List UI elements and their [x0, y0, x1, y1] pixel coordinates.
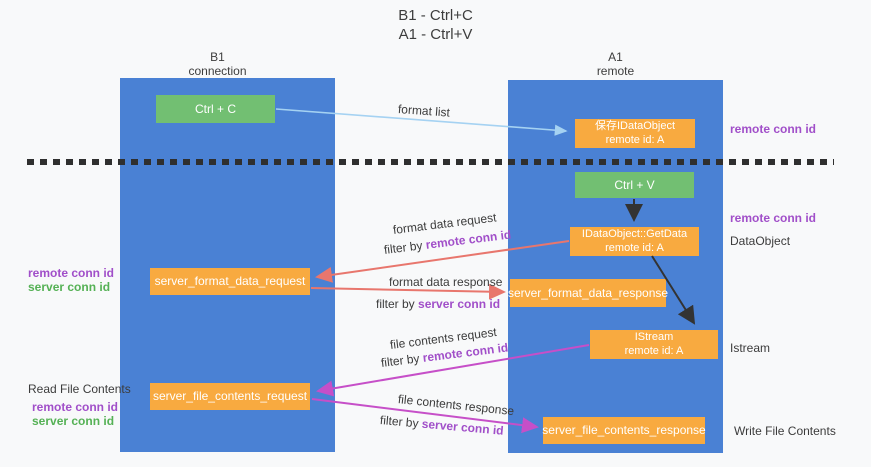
node-save-dataobject: 保存IDataObject remote id: A — [575, 119, 695, 148]
node-server-file-contents-response: server_file_contents_response — [542, 417, 706, 444]
node-server-format-data-response-label: server_format_data_response — [507, 285, 669, 300]
node-getdata-line2: remote id: A — [605, 241, 664, 254]
node-istream: IStream remote id: A — [590, 330, 718, 359]
annotation-left-server-conn-id-file: server conn id — [32, 414, 115, 428]
annotation-remote-conn-id-ctrlv: remote conn id — [730, 211, 817, 225]
right-column-name: A1 — [608, 50, 623, 64]
annotation-left-remote-conn-id-format: remote conn id — [28, 266, 115, 280]
node-server-file-contents-request: server_file_contents_request — [150, 383, 310, 410]
left-column-role: connection — [188, 64, 247, 78]
filter-by-text: filter by — [379, 413, 423, 431]
node-getdata-line1: IDataObject::GetData — [581, 227, 688, 240]
title-line-1: B1 - Ctrl+C — [398, 7, 473, 24]
phase-separator-dashed-line — [27, 159, 834, 165]
left-column-name: B1 — [210, 50, 225, 64]
left-column-header: B1 connection — [120, 50, 315, 78]
node-save-dataobject-line1: 保存IDataObject — [594, 119, 676, 132]
annotation-write-file-contents: Write File Contents — [734, 424, 836, 438]
right-column-header: A1 remote — [508, 50, 723, 78]
filter-by-text: filter by — [376, 297, 419, 311]
node-ctrl-c-label: Ctrl + C — [194, 101, 236, 116]
filter-key-server-conn-id: server conn id — [421, 416, 505, 438]
node-istream-line1: IStream — [634, 330, 674, 343]
node-server-format-data-request-label: server_format_data_request — [154, 274, 306, 288]
annotation-left-server-conn-id-format: server conn id — [28, 280, 111, 294]
node-istream-line2: remote id: A — [624, 344, 684, 357]
label-format-data-response: format data response — [389, 275, 503, 289]
filter-by-text: filter by — [380, 350, 424, 370]
label-format-data-response-filter: filter by server conn id — [376, 297, 500, 311]
node-server-file-contents-request-label: server_file_contents_request — [152, 389, 308, 403]
annotation-remote-conn-id-top: remote conn id — [730, 122, 817, 136]
annotation-left-remote-conn-id-file: remote conn id — [32, 400, 119, 414]
node-server-file-contents-response-label: server_file_contents_response — [542, 423, 706, 437]
node-ctrl-c: Ctrl + C — [156, 95, 275, 123]
title-line-2: A1 - Ctrl+V — [398, 26, 473, 43]
annotation-istream: Istream — [730, 341, 771, 355]
node-save-dataobject-line2: remote id: A — [605, 133, 665, 146]
filter-by-text: filter by — [383, 237, 427, 257]
annotation-read-file-contents: Read File Contents — [28, 382, 131, 396]
node-server-format-data-request: server_format_data_request — [150, 268, 310, 295]
label-file-contents-response: file contents response — [397, 392, 515, 419]
node-ctrl-v: Ctrl + V — [575, 172, 694, 198]
filter-key-server-conn-id: server conn id — [418, 297, 501, 311]
node-idataobject-getdata: IDataObject::GetData remote id: A — [570, 227, 699, 256]
diagram-title: B1 - Ctrl+C A1 - Ctrl+V — [0, 6, 871, 44]
node-server-format-data-response: server_format_data_response — [507, 279, 669, 307]
node-ctrl-v-label: Ctrl + V — [614, 177, 655, 192]
annotation-dataobject: DataObject — [730, 234, 791, 248]
label-format-list: format list — [397, 102, 451, 120]
label-file-contents-response-filter: filter by server conn id — [379, 413, 504, 438]
right-column-role: remote — [596, 64, 635, 78]
